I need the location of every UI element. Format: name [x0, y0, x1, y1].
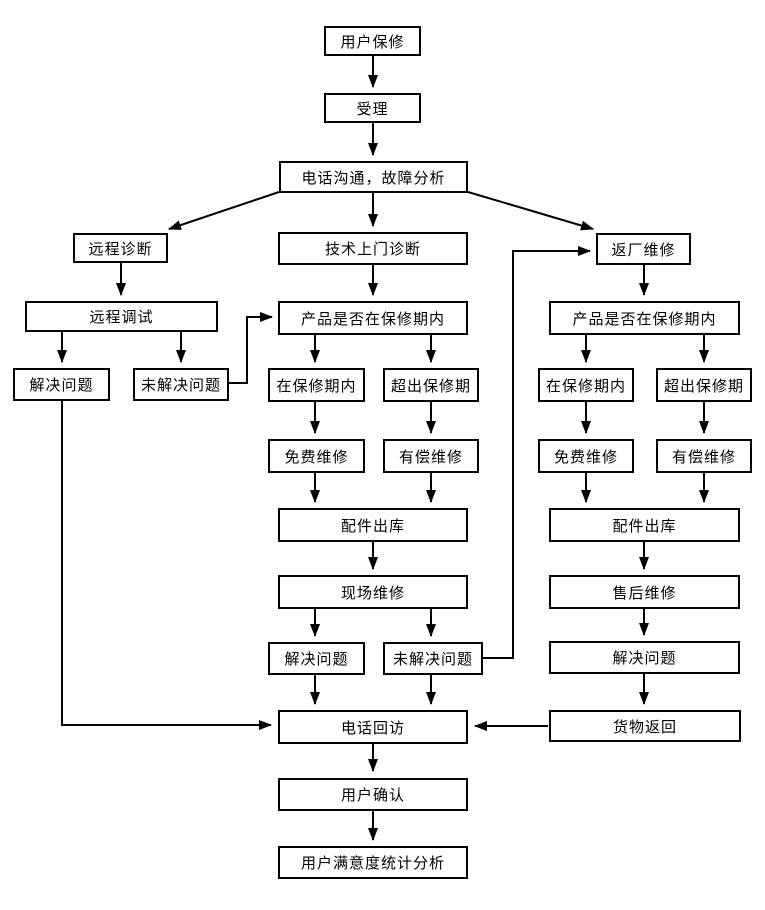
node-onsite-repair: 现场维修 [278, 575, 468, 609]
node-in-warranty-mid: 在保修期内 [268, 368, 365, 402]
node-goods-return: 货物返回 [549, 710, 741, 742]
node-accept: 受理 [324, 93, 421, 123]
node-free-repair-right: 免费维修 [538, 439, 634, 473]
node-phone-fault-analysis: 电话沟通，故障分析 [279, 161, 468, 193]
node-factory-repair: 返厂维修 [596, 233, 691, 265]
node-satisfaction-analysis: 用户满意度统计分析 [278, 846, 468, 879]
node-out-warranty-mid: 超出保修期 [383, 368, 479, 402]
node-remote-debug: 远程调试 [25, 301, 218, 332]
node-aftersale-repair: 售后维修 [549, 575, 740, 609]
node-paid-repair-mid: 有偿维修 [383, 439, 479, 473]
node-user-warranty: 用户保修 [324, 26, 421, 56]
edge-phone-fault-analysis-to-remote-diagnosis [168, 191, 280, 230]
node-solved-right: 解决问题 [549, 641, 740, 674]
edge-unsolved-left-to-warranty-check-mid [229, 312, 273, 384]
node-warranty-check-mid: 产品是否在保修期内 [278, 301, 468, 335]
node-onsite-diagnosis: 技术上门诊断 [278, 232, 468, 265]
node-solved-mid: 解决问题 [268, 642, 365, 675]
node-solved-left: 解决问题 [13, 368, 110, 401]
edge-solved-left-to-phone-followup [61, 401, 272, 730]
node-remote-diagnosis: 远程诊断 [73, 233, 168, 263]
edge-unsolved-mid-to-factory-repair [483, 246, 591, 659]
node-out-warranty-right: 超出保修期 [656, 368, 752, 402]
node-paid-repair-right: 有偿维修 [656, 439, 752, 473]
node-free-repair-mid: 免费维修 [268, 439, 365, 473]
node-in-warranty-right: 在保修期内 [538, 368, 634, 402]
node-user-confirm: 用户确认 [278, 778, 468, 811]
node-parts-out-right: 配件出库 [549, 508, 740, 542]
node-warranty-check-right: 产品是否在保修期内 [549, 301, 740, 335]
node-unsolved-mid: 未解决问题 [383, 642, 483, 675]
edge-phone-fault-analysis-to-factory-repair [467, 191, 594, 231]
node-unsolved-left: 未解决问题 [133, 368, 229, 401]
node-parts-out-mid: 配件出库 [278, 508, 468, 542]
node-phone-followup: 电话回访 [278, 710, 468, 744]
